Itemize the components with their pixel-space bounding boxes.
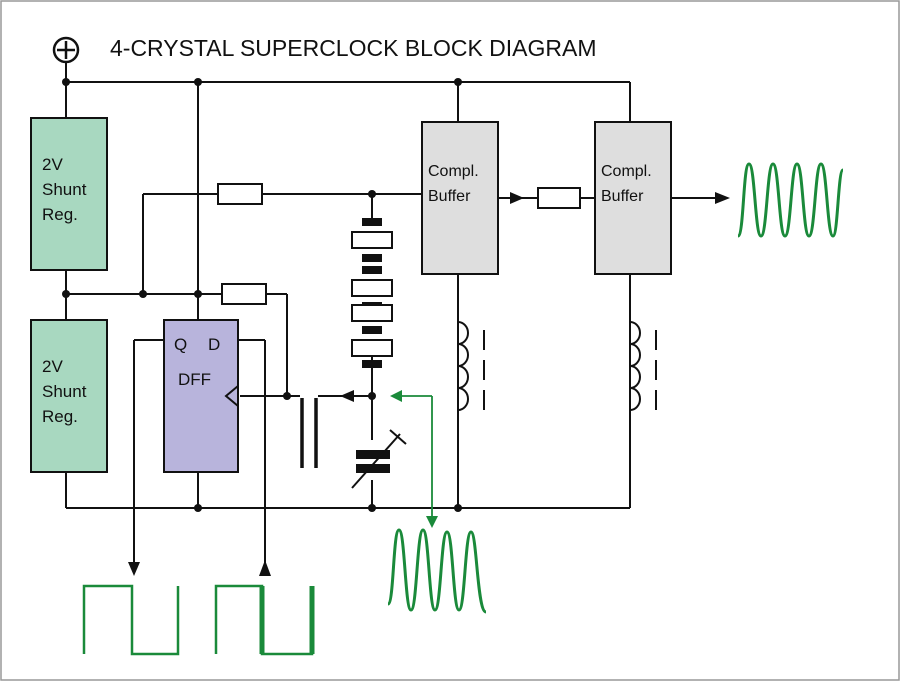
buffer-2-line-1: Compl.	[601, 163, 652, 180]
d-flip-flop: Q D DFF	[163, 319, 239, 473]
inductor-1-icon	[457, 321, 485, 411]
clock-input-icon	[224, 385, 239, 407]
regulator-bottom-line-3: Reg.	[42, 407, 78, 426]
buffer-1-line-1: Compl.	[428, 163, 479, 180]
complementary-buffer-2: Compl. Buffer	[594, 121, 672, 275]
wiring	[65, 62, 715, 568]
cap-arrow-icon	[340, 390, 354, 402]
positive-supply-icon	[52, 36, 80, 64]
output-arrow-icon	[715, 192, 730, 204]
diagram-title: 4-CRYSTAL SUPERCLOCK BLOCK DIAGRAM	[110, 35, 597, 61]
output-sine-waveform	[736, 162, 845, 238]
regulator-bottom-line-1: 2V	[42, 357, 63, 376]
trimmer-capacitor-icon	[351, 429, 407, 489]
q-square-waveform	[82, 584, 180, 656]
probe-arrow-down-icon	[426, 516, 438, 528]
resistor-bias	[221, 283, 267, 305]
crystal-node-sine-waveform	[386, 528, 488, 614]
junction-dots	[62, 78, 462, 512]
regulator-top-line-2: Shunt	[42, 180, 87, 199]
d-input-arrow-icon	[259, 560, 271, 576]
buffer-link-arrow-icon	[510, 192, 524, 204]
regulator-top-line-1: 2V	[42, 155, 63, 174]
dff-d-label: D	[208, 335, 220, 354]
complementary-buffer-1: Compl. Buffer	[421, 121, 499, 275]
arrowheads	[128, 192, 730, 576]
coupling-capacitor-icon	[300, 398, 318, 468]
buffer-1-line-2: Buffer	[428, 188, 471, 205]
resistor-feedback	[217, 183, 263, 205]
dff-name-label: DFF	[178, 370, 211, 389]
shunt-regulator-bottom: 2V Shunt Reg.	[30, 319, 108, 473]
inductor-2-icon	[629, 321, 657, 411]
regulator-bottom-line-2: Shunt	[42, 382, 87, 401]
probe-line	[398, 395, 433, 518]
buffer-2-line-2: Buffer	[601, 188, 644, 205]
probe-arrow-left-icon	[390, 390, 402, 402]
q-output-arrow-icon	[128, 562, 140, 576]
shunt-regulator-top: 2V Shunt Reg.	[30, 117, 108, 271]
dff-q-label: Q	[174, 335, 187, 354]
crystal-chain	[351, 218, 393, 368]
regulator-top-line-3: Reg.	[42, 205, 78, 224]
resistor-buffer-link	[537, 187, 581, 209]
